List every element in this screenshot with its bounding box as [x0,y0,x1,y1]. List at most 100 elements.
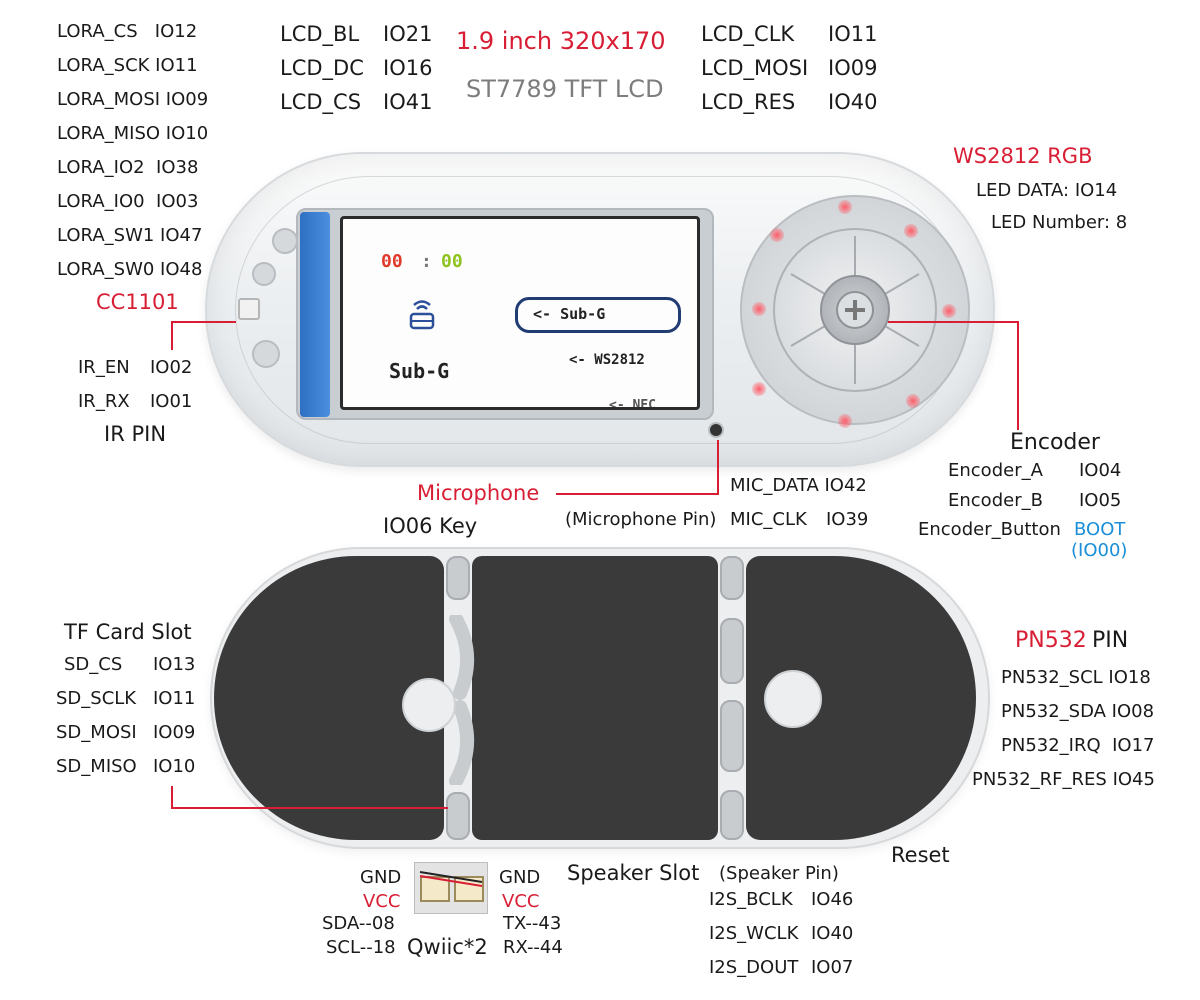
screw-hole [252,340,280,368]
i2s-dout-name: I2S_DOUT [709,957,799,978]
encoder-button-pin: BOOT [1074,519,1126,540]
tf-card-slot [446,556,470,600]
mic-data-label: MIC_DATA IO42 [730,475,867,496]
lcd-res-name: LCD_RES [701,90,796,114]
screw-hole [272,228,298,254]
sd-sclk-name: SD_SCLK [56,688,137,709]
lcd-title: 1.9 inch 320x170 [456,27,666,55]
lora-mosi-label: LORA_MOSI IO09 [57,89,209,110]
qwiic-sda-label: SDA--08 [322,913,395,934]
qwiic-vcc-right: VCC [502,891,540,912]
side-slot [720,700,744,772]
qwiic-rx-label: RX--44 [503,937,563,958]
sd-mosi-name: SD_MOSI [56,722,137,743]
rgb-led [838,200,852,214]
lcd-flex-cable [300,212,330,417]
pn532-title: PN532 [1015,628,1087,653]
lcd-cs-pin: IO41 [383,90,433,114]
lora-miso-label: LORA_MISO IO10 [57,123,209,144]
i2s-bclk-name: I2S_BCLK [709,889,793,910]
sd-miso-pin: IO10 [153,756,196,777]
lcd-bl-pin: IO21 [383,22,433,46]
ir-rx-name: IR_RX [78,391,130,412]
rgb-led [906,394,920,408]
qwiic-gnd-right: GND [499,867,541,888]
rgb-led [904,224,918,238]
i2s-wclk-name: I2S_WCLK [709,923,799,944]
side-slot [720,556,744,600]
back-cutout-left [402,678,456,732]
reset-label: Reset [891,843,950,867]
rgb-led [942,304,956,318]
rgb-led-data: LED DATA: IO14 [976,180,1118,201]
sd-miso-name: SD_MISO [56,756,137,777]
lcd-dc-name: LCD_DC [280,56,364,80]
cc1101-title: CC1101 [96,290,179,314]
screen-time-right: 00 [441,251,463,272]
qwiic-title: Qwiic*2 [407,935,488,959]
sd-mosi-pin: IO09 [153,722,196,743]
lcd-clk-pin: IO11 [828,22,878,46]
mic-clk-name: MIC_CLK [730,509,807,530]
mic-clk-pin: IO39 [826,509,869,530]
ir-rx-pin: IO01 [150,391,193,412]
lcd-bl-name: LCD_BL [280,22,360,46]
ir-module [238,298,260,320]
lcd-mosi-name: LCD_MOSI [701,56,809,80]
i2s-wclk-pin: IO40 [811,923,854,944]
qwiic-port [420,876,450,902]
reset-slot [720,790,744,840]
mic-title: Microphone [417,481,540,505]
lcd-mosi-pin: IO09 [828,56,878,80]
screen-time-separator: : [421,251,432,272]
i2s-dout-pin: IO07 [811,957,854,978]
rgb-led [838,414,852,428]
ir-title: IR PIN [104,422,167,446]
tf-title: TF Card Slot [64,620,192,644]
encoder-center [820,275,890,345]
mic-pin-label: (Microphone Pin) [565,509,717,530]
rgb-led-number: LED Number: 8 [991,212,1128,233]
pn532-sda-label: PN532_SDA IO08 [1001,701,1155,722]
screen-menu-item-subg: <- Sub-G [533,305,606,323]
lcd-screen: 00 : 00 Sub-G <- Sub-G <- WS2812 <- NFC [340,216,700,410]
ir-en-name: IR_EN [78,357,130,378]
speaker-pin-label: (Speaker Pin) [719,863,839,884]
screw-hole [252,262,276,286]
pn532-scl-label: PN532_SCL IO18 [1001,667,1151,688]
pn532-irq-label: PN532_IRQ IO17 [1001,735,1155,756]
qwiic-scl-label: SCL--18 [326,937,396,958]
lora-io0-label: LORA_IO0 IO03 [57,191,199,212]
encoder-title: Encoder [1010,430,1100,455]
lcd-res-pin: IO40 [828,90,878,114]
sd-cs-name: SD_CS [64,654,123,675]
ir-en-pin: IO02 [150,357,193,378]
rgb-led [752,382,766,396]
sd-sclk-pin: IO11 [153,688,196,709]
encoder-screw-icon [836,291,874,329]
qwiic-tx-label: TX--43 [503,913,562,934]
mic-hole [708,422,724,438]
encoder-button-name: Encoder_Button [918,519,1061,540]
qwiic-gnd-left: GND [360,867,402,888]
encoder-pattern [790,236,920,384]
lora-sw0-label: LORA_SW0 IO48 [57,259,203,280]
sd-cs-pin: IO13 [153,654,196,675]
screen-app-label: Sub-G [389,359,450,383]
i2s-bclk-pin: IO46 [811,889,854,910]
screen-menu-selected [515,297,681,333]
lora-sw1-label: LORA_SW1 IO47 [57,225,203,246]
rgb-led [752,302,766,316]
side-slot [720,618,744,684]
encoder-b-name: Encoder_B [948,490,1043,511]
screen-menu-item-ws2812: <- WS2812 [569,352,645,368]
back-pad-middle [472,556,718,840]
rgb-title: WS2812 RGB [953,144,1093,168]
speaker-slot-arcs [449,615,475,785]
back-cutout-right [764,670,822,728]
screen-menu-item-nfc: <- NFC [609,398,656,410]
lora-sck-label: LORA_SCK IO11 [57,55,198,76]
pn532-rfres-label: PN532_RF_RES IO45 [972,769,1155,790]
tf-card-slot-lower [446,792,470,840]
io06-key-label: IO06 Key [383,514,478,538]
